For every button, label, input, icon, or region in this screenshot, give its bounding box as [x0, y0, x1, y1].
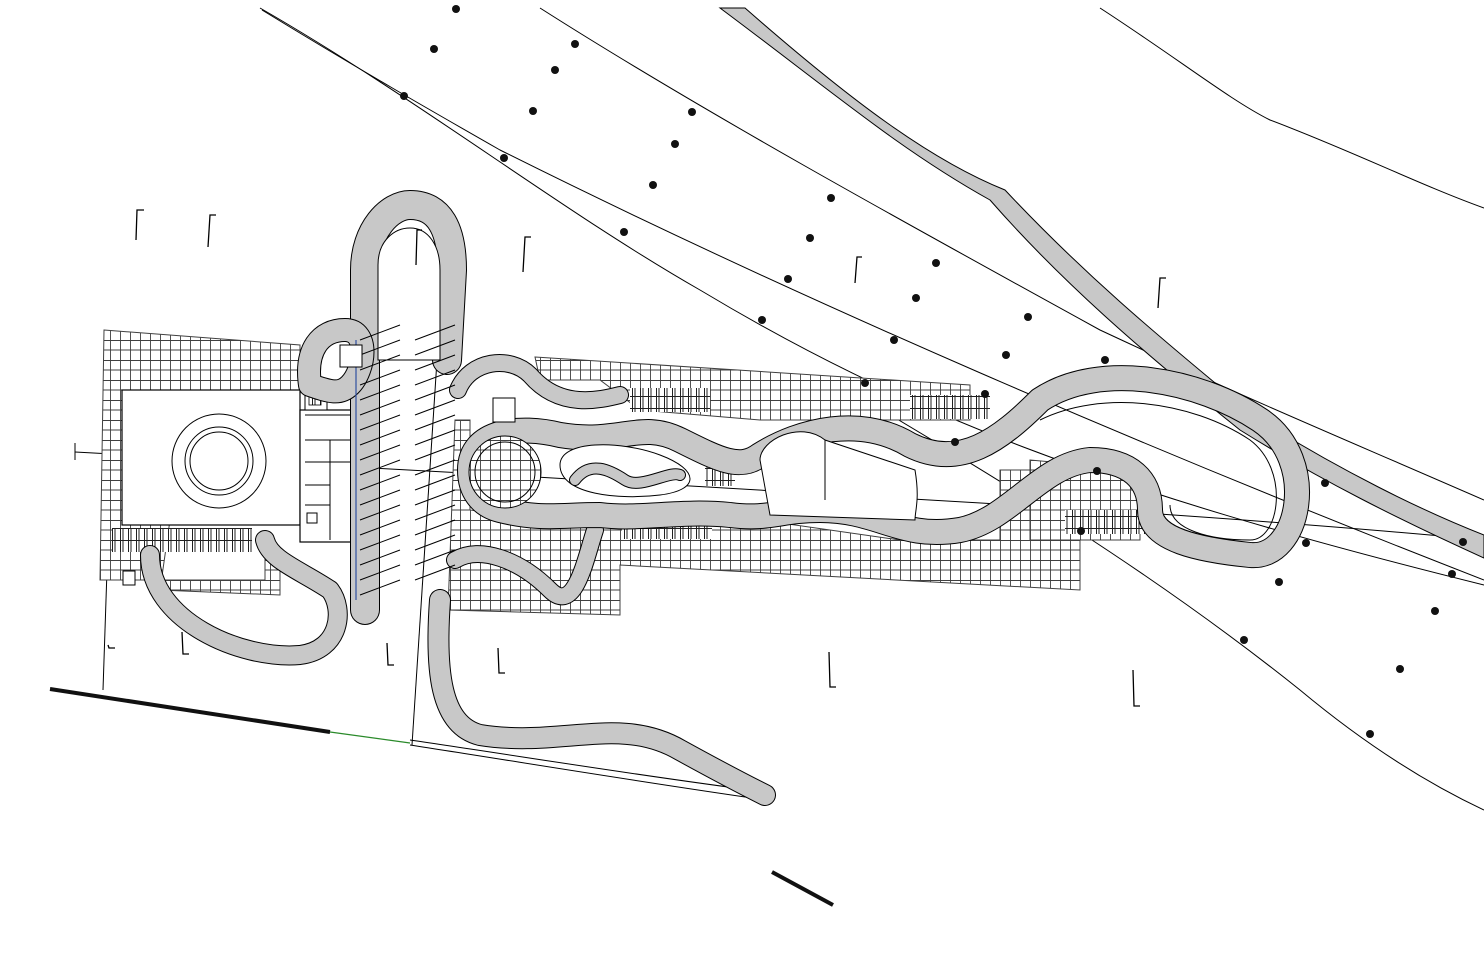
main-building [121, 384, 359, 543]
small-structure [492, 397, 516, 423]
road-central-loop [458, 366, 1309, 568]
tree [400, 92, 408, 100]
east-plaza [759, 431, 918, 521]
angled-parking-west [359, 324, 401, 596]
tree [758, 316, 766, 324]
boundary-line-north [259, 7, 1484, 586]
tree [1024, 313, 1032, 321]
tree [932, 259, 940, 267]
rotunda-inner [189, 431, 249, 491]
building-wing [299, 409, 359, 543]
property-line-south-b [409, 739, 767, 793]
road-edge-line [411, 359, 438, 746]
tree [912, 294, 920, 302]
stall-strip [112, 528, 252, 552]
rotunda-outer [171, 413, 267, 509]
south-marker-bold [771, 870, 834, 907]
small-structure [339, 344, 363, 368]
small-structure [122, 570, 136, 586]
light-pole [207, 214, 216, 248]
property-line-south [409, 744, 767, 801]
light-pole [415, 229, 422, 266]
light-pole [1132, 669, 1140, 707]
angled-parking-east [414, 324, 456, 581]
light-pole [386, 642, 394, 666]
tree [1240, 636, 1248, 644]
boundary-line-diagonal [261, 9, 1484, 581]
light-pole [828, 651, 836, 688]
road-east-loop-inner [1039, 402, 1277, 541]
tree [1321, 479, 1329, 487]
roundabout-inner [474, 441, 536, 503]
tree [529, 107, 537, 115]
tree [551, 66, 559, 74]
light-poles [107, 209, 1166, 707]
tree [806, 234, 814, 242]
stall-strip [910, 395, 990, 419]
tree [890, 336, 898, 344]
highway-band [718, 7, 1484, 559]
building-detail [306, 512, 318, 524]
tree [1275, 578, 1283, 586]
tree [671, 140, 679, 148]
light-pole [181, 631, 189, 655]
road-south-spur [447, 522, 603, 605]
boundary-line-ridge [539, 7, 1484, 501]
roads [140, 190, 1310, 806]
stall-strip [630, 388, 710, 412]
road-north-spur [450, 355, 628, 409]
light-pole [522, 236, 531, 273]
parking-field-center-north [534, 356, 971, 421]
tree [500, 154, 508, 162]
boundary-line-east [1099, 7, 1484, 209]
road-south-entry [428, 590, 775, 805]
tree [1002, 351, 1010, 359]
tree [784, 275, 792, 283]
tree [951, 438, 959, 446]
tree [1077, 527, 1085, 535]
tree [620, 228, 628, 236]
road-north-hairpin [351, 191, 466, 624]
building-footprint [121, 389, 301, 526]
tree [827, 194, 835, 202]
tree [981, 390, 989, 398]
tree [1396, 665, 1404, 673]
tree [1448, 570, 1456, 578]
tree [688, 108, 696, 116]
road-west-loop [140, 530, 348, 666]
tree [571, 40, 579, 48]
rotunda-middle [184, 426, 254, 496]
central-median-road [570, 463, 685, 488]
building-wing-partitions [305, 414, 350, 540]
south-boundary-green [329, 731, 411, 744]
south-boundary-bold [49, 687, 331, 734]
tree [861, 379, 869, 387]
tree [452, 5, 460, 13]
hairpin-median [377, 227, 441, 361]
light-pole [854, 256, 862, 284]
light-pole [107, 644, 115, 649]
light-pole [1157, 277, 1166, 309]
tree [1459, 538, 1467, 546]
tree [1366, 730, 1374, 738]
roundabout-island [468, 435, 542, 509]
light-pole [135, 209, 144, 241]
tree [430, 45, 438, 53]
tree [1101, 356, 1109, 364]
tree [1093, 467, 1101, 475]
tree [1431, 607, 1439, 615]
tree [649, 181, 657, 189]
road-west-loop [141, 531, 347, 665]
trees [400, 5, 1467, 738]
light-pole [497, 647, 505, 674]
tree [1302, 539, 1310, 547]
